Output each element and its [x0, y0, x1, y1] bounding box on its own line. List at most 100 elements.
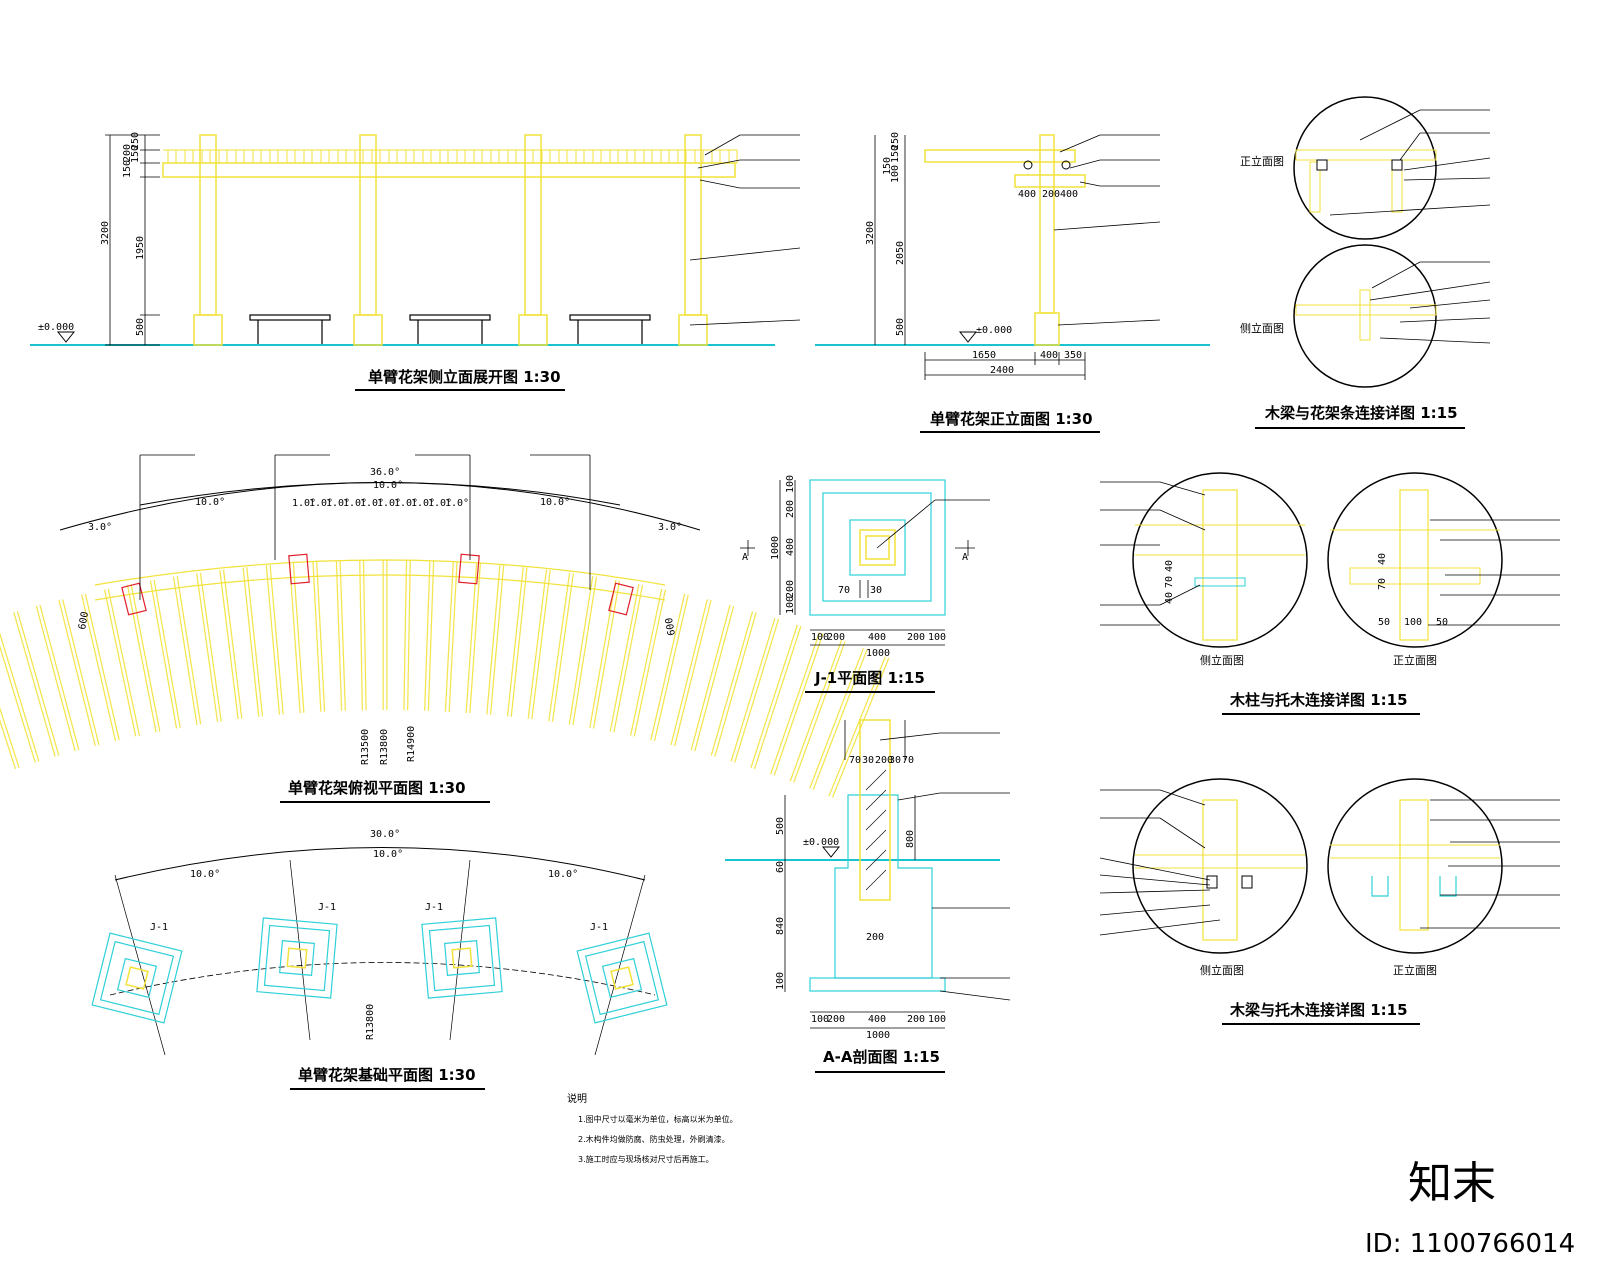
leader-lines [689, 134, 801, 326]
dim-label: 500 [135, 318, 146, 336]
timber-column [859, 719, 891, 901]
footing [421, 917, 503, 999]
drawing-title: 单臂花架正立面图 1:30 [930, 410, 1093, 428]
dim-label: 200 [122, 144, 133, 162]
purlin-core [14, 611, 59, 757]
dim-label: 1.0° [445, 498, 469, 509]
purlin [626, 149, 636, 164]
purlin [524, 149, 534, 164]
dim-label: 800 [905, 830, 916, 848]
dim-label: 150 [882, 157, 893, 175]
leader-lines [1100, 481, 1560, 626]
level-label: ±0.000 [38, 322, 74, 333]
dim-label: 10.0° [190, 869, 220, 880]
note-item: 3.施工时应与现场核对尺寸后再施工。 [578, 1154, 714, 1164]
dim-label: 10.0° [195, 497, 225, 508]
dim-label: 60 [775, 861, 786, 873]
dim-label: 100 [811, 1014, 829, 1025]
dim-label: 400 [868, 632, 886, 643]
dim-label: 2050 [895, 241, 906, 265]
dim-label: 1950 [135, 236, 146, 260]
dim-label: 150 [130, 145, 141, 163]
column-base [678, 314, 708, 346]
purlin [575, 149, 585, 164]
marker-label: A [742, 552, 748, 563]
purlin-fan [0, 560, 890, 798]
purlin-core [425, 560, 434, 711]
cantilever-arm [924, 149, 1076, 163]
dim-label: 400 [868, 1014, 886, 1025]
view-label: 侧立面图 [1200, 963, 1244, 977]
dim-label: 100 [785, 475, 796, 493]
dim-label: 600 [664, 617, 678, 637]
purlin [439, 149, 449, 164]
dim-label: 1650 [972, 350, 996, 361]
dim-label: 70 [1164, 576, 1175, 588]
purlin [490, 149, 500, 164]
purlin [592, 149, 602, 164]
dim-label: 1.0° [326, 498, 350, 509]
purlin-core [105, 589, 139, 737]
column [359, 134, 377, 316]
purlin [286, 149, 296, 164]
purlin-core [313, 561, 324, 712]
footing-row [91, 917, 668, 1024]
footing-step [822, 492, 932, 602]
dim-label: 400 [785, 538, 796, 556]
column-base [518, 314, 548, 346]
watermark-logo: 知末 [1408, 1158, 1496, 1209]
dim-label: 70 [838, 585, 850, 596]
dim-label: 400 [1060, 189, 1078, 200]
purlin-core [36, 605, 79, 751]
column-row [193, 134, 708, 346]
dim-label: 400 [1040, 350, 1058, 361]
purlin-core [0, 711, 19, 769]
dim-label: 200 [907, 1014, 925, 1025]
purlin-core [549, 572, 573, 722]
column-bracket-detail: 40 70 40 侧立面图 40 70 50 100 50 正立面图 木柱与托木… [1100, 472, 1560, 715]
purlin [184, 149, 194, 164]
footing-label: J-1 [425, 902, 443, 913]
dim-label: 400 [1018, 189, 1036, 200]
j1-plan: A A 100 200 400 200 100 1000 100 200 400… [740, 475, 990, 693]
drawing-title: 木柱与托木连接详图 1:15 [1229, 691, 1408, 709]
radius-label: R14900 [406, 726, 417, 762]
purlin-core [243, 567, 262, 717]
purlin [711, 149, 721, 164]
footing [91, 932, 183, 1024]
outer-beam-arc [94, 559, 666, 586]
purlin-core [651, 594, 688, 741]
dim-label: 30 [870, 585, 882, 596]
dim-label: 1.0° [360, 498, 384, 509]
watermark: 知末 ID: 1100766014 [1365, 1158, 1575, 1259]
detail-circle [1293, 244, 1437, 388]
front-elevation: 400 200 400 250 150 150 100 3200 2050 50… [815, 132, 1210, 433]
drawing-title: 木梁与花架条连接详图 1:15 [1264, 404, 1458, 422]
detail-circle [1327, 472, 1503, 648]
dim-label: 200 [907, 632, 925, 643]
dim-label: 100 [928, 1014, 946, 1025]
dim-label: 100 [775, 972, 786, 990]
purlin-core [508, 567, 527, 717]
purlin [388, 149, 398, 164]
dim-label: 40 [1164, 592, 1175, 604]
dim-label: 3.0° [88, 522, 112, 533]
dim-label: 3200 [100, 221, 111, 245]
footing [576, 932, 668, 1024]
drawing-title: A-A剖面图 1:15 [823, 1048, 940, 1066]
dim-label: 30 [862, 755, 874, 766]
drawing-title: 单臂花架侧立面展开图 1:30 [368, 368, 561, 386]
bench [409, 314, 491, 344]
purlin [269, 149, 279, 164]
purlin [422, 149, 432, 164]
view-label: 正立面图 [1393, 653, 1437, 667]
purlin [218, 149, 228, 164]
purlin-dim-row: 1.0° 1.0° 1.0° 1.0° 1.0° 1.0° 1.0° 1.0° … [292, 498, 469, 509]
purlin-core [174, 576, 201, 725]
column-base [353, 314, 383, 346]
purlin-core [336, 560, 345, 711]
dim-label: 1.0° [309, 498, 333, 509]
purlin [609, 149, 619, 164]
purlin-core [631, 589, 665, 737]
purlin-core [671, 599, 711, 746]
